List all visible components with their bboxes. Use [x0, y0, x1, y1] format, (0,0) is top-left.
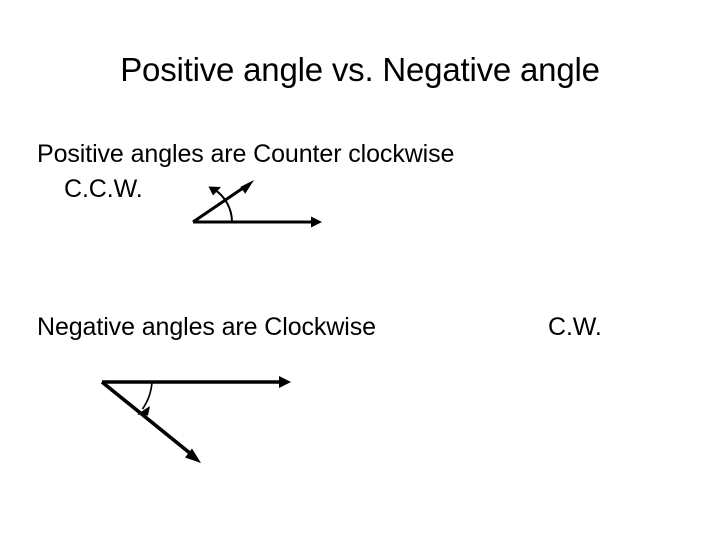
negative-angles-text: Negative angles are Clockwise: [37, 313, 376, 341]
counter-clockwise-rotation-arc-icon: [208, 186, 233, 223]
initial-side-ray-icon: [102, 376, 291, 388]
terminal-side-ray-icon: [100, 380, 201, 463]
initial-side-ray-icon: [193, 216, 322, 228]
positive-angle-diagram: [180, 165, 340, 240]
positive-angles-text: Positive angles are Counter clockwise: [37, 140, 455, 168]
clockwise-rotation-arc-icon: [137, 381, 153, 416]
terminal-side-ray-icon: [192, 180, 254, 224]
negative-angle-diagram: [80, 365, 320, 480]
cw-abbreviation-label: C.W.: [548, 313, 602, 341]
page-title: Positive angle vs. Negative angle: [120, 51, 600, 88]
ccw-abbreviation-label: C.C.W.: [64, 175, 143, 203]
